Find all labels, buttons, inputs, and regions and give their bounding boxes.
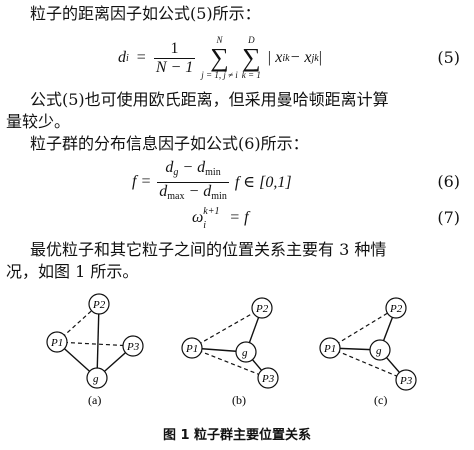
eq5-fraction: 1 N − 1 <box>153 40 196 77</box>
eq5-equals: = <box>136 49 146 66</box>
eq5-frac-den: N − 1 <box>155 58 194 76</box>
node-b-p3 <box>257 367 279 389</box>
node-b-p3-label: P3 <box>261 373 275 385</box>
figure-1: P2 P1 P3 g (a) P2 P1 g P3 (b) P2 P1 <box>46 293 417 407</box>
eq5-sum-k: D ∑ k = 1 <box>241 35 261 80</box>
diagram-a-label: (a) <box>88 393 101 407</box>
eq6-fraction: dg − dmin dmax − dmin <box>157 159 229 206</box>
eq5-sum-j: N ∑ j = 1, j ≠ i <box>201 35 238 80</box>
eq6-number: (6) <box>437 172 460 191</box>
eq5-number: (5) <box>437 48 460 67</box>
eq7-lhs-sub: i <box>203 220 207 231</box>
node-b-g-label: g <box>242 347 248 359</box>
node-a-p3 <box>122 335 144 357</box>
eq5-body: | x <box>266 49 283 66</box>
eq5-sum2-upper: D <box>248 35 255 45</box>
node-b-p1-label: P1 <box>185 343 198 355</box>
eq5-frac-num: 1 <box>153 40 196 59</box>
eq5-body-sub2: jk <box>311 52 319 64</box>
eq6-lhs: f = <box>132 173 152 190</box>
node-b-p1 <box>181 337 203 359</box>
eq6-num-mid: − d <box>178 158 206 176</box>
eq6-den-b-sub: min <box>211 190 227 202</box>
node-b-p2 <box>251 297 273 319</box>
eq6-denominator: dmax − dmin <box>157 183 229 206</box>
paragraph-euclid-line2: 量较少。 <box>6 112 71 131</box>
diagram-a: P2 P1 P3 g (a) <box>46 293 144 407</box>
paragraph-distribution-factor: 粒子群的分布信息因子如公式(6)所示： <box>30 134 309 153</box>
node-c-p1 <box>319 337 341 359</box>
node-c-p3 <box>395 369 417 391</box>
node-c-p1-label: P1 <box>323 343 336 355</box>
equation-6: f = dg − dmin dmax − dmin f ∈ [0,1] <box>132 159 292 206</box>
paragraph-distance-factor: 粒子的距离因子如公式(5)所示： <box>30 4 261 23</box>
diagram-b: P2 P1 g P3 (b) <box>181 297 279 407</box>
node-b-g <box>235 341 257 363</box>
node-c-g-label: g <box>376 345 382 357</box>
eq5-sum1-lower: j = 1, j ≠ i <box>201 70 238 80</box>
eq5-sum1-upper: N <box>216 35 223 45</box>
paragraph-euclid-line1: 公式(5)也可使用欧氏距离，但采用曼哈顿距离计算 <box>30 90 389 109</box>
eq5-lhs: d <box>118 49 126 66</box>
node-a-g-label: g <box>93 373 99 385</box>
eq6-tail: f ∈ [0,1] <box>234 174 292 191</box>
eq7-lhs-sup: k+1 <box>203 206 220 217</box>
paragraph-positions-line1: 最优粒子和其它粒子之间的位置关系主要有 3 种情 <box>30 240 387 259</box>
eq6-num-b-sub: min <box>205 166 221 178</box>
paragraph-positions-line2: 况，如图 1 所示。 <box>6 262 139 281</box>
eq7-lhs: ω <box>192 209 204 226</box>
node-a-p3-label: P3 <box>126 341 140 353</box>
node-a-g <box>86 367 108 389</box>
node-a-p2-label: P2 <box>92 299 106 311</box>
eq6-num-a: d <box>165 158 174 176</box>
eq6-den-a: d <box>159 182 168 200</box>
diagram-b-label: (b) <box>232 393 246 407</box>
diagram-c: P2 P1 g P3 (c) <box>319 297 417 407</box>
eq5-body-end: | <box>318 49 322 66</box>
node-c-p3-label: P3 <box>399 375 413 387</box>
eq5-lhs-sub: i <box>126 52 129 64</box>
eq7-rhs: = f <box>229 209 249 226</box>
node-a-p2 <box>88 293 110 315</box>
node-c-p2-label: P2 <box>389 303 403 315</box>
eq6-den-mid: − d <box>184 182 212 200</box>
eq6-den-a-sub: max <box>167 190 185 202</box>
node-a-p1 <box>46 331 68 353</box>
node-b-p2-label: P2 <box>255 303 269 315</box>
eq6-numerator: dg − dmin <box>157 159 229 183</box>
eq6-num-a-sub: g <box>173 166 179 178</box>
figure-caption: 图 1 粒子群主要位置关系 <box>162 428 312 443</box>
node-a-p1-label: P1 <box>50 337 63 349</box>
diagram-c-label: (c) <box>374 393 387 407</box>
node-c-g <box>369 339 391 361</box>
node-c-p2 <box>385 297 407 319</box>
eq5-body-mid: − x <box>289 49 312 66</box>
eq5-sum2-lower: k = 1 <box>241 70 261 80</box>
eq7-number: (7) <box>437 208 460 227</box>
eq5-body-sub1: ik <box>282 52 290 64</box>
